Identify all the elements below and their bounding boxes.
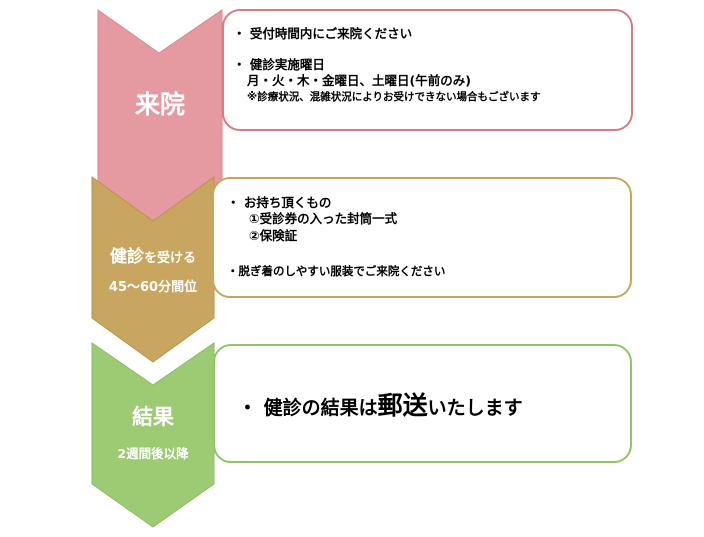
exam-line-envelope: ①受診券の入った封筒一式 — [249, 211, 398, 226]
result-text-a: ・ 健診の結果は — [238, 397, 378, 419]
info-box-result — [213, 344, 632, 463]
step-arrow-exam — [91, 176, 215, 363]
exam-line-clothing: ・脱ぎ着のしやすい服装でご来院ください — [227, 264, 446, 278]
result-text-mail: 郵送 — [377, 391, 428, 420]
step-label-exam-text: 健診を受ける — [109, 247, 196, 267]
result-line: ・ 健診の結果は郵送いたします — [238, 392, 523, 422]
step-sublabel-result: 2週間後以降 — [117, 446, 189, 461]
visit-line-reception: ・ 受付時間内にご来院ください — [233, 26, 413, 41]
step-label-result: 結果 — [132, 405, 174, 429]
info-box-exam — [212, 177, 632, 298]
step-label-visit: 来院 — [134, 90, 185, 119]
exam-line-bring: ・ お持ち頂くもの — [227, 195, 332, 210]
visit-line-days: 月・火・木・金曜日、土曜日(午前のみ) — [247, 73, 471, 88]
exam-line-insurance: ②保険証 — [249, 228, 298, 243]
info-box-visit — [222, 9, 633, 131]
result-text-b: いたします — [427, 397, 523, 419]
step-label-exam: 健診を受ける — [92, 247, 214, 269]
visit-line-note: ※診療状況、混雑状況によりお受けできない場合もございます — [247, 91, 541, 103]
step-arrow-result — [91, 342, 215, 528]
step-sublabel-exam: 45～60分間位 — [108, 280, 198, 295]
visit-line-days-heading: ・ 健診実施曜日 — [233, 57, 325, 72]
